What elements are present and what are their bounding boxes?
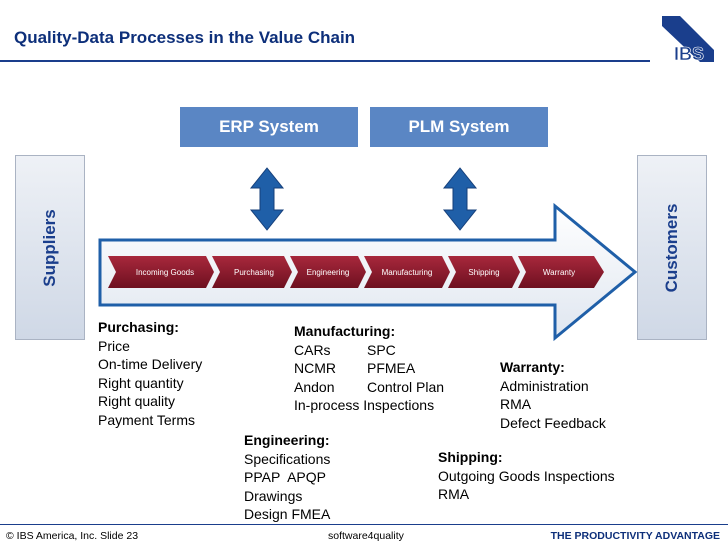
engineering-heading: Engineering: <box>244 432 330 448</box>
warranty-heading: Warranty: <box>500 359 565 375</box>
chevron-purchasing: Purchasing <box>212 256 292 288</box>
chevron-shipping-label: Shipping <box>468 268 499 277</box>
manufacturing-cell: PFMEA <box>367 360 416 377</box>
chevron-engineering: Engineering <box>290 256 366 288</box>
purchasing-section: Purchasing: Price On-time Delivery Right… <box>98 318 202 430</box>
chevron-purchasing-label: Purchasing <box>234 268 274 277</box>
suppliers-panel: Suppliers <box>15 155 85 340</box>
page-title: Quality-Data Processes in the Value Chai… <box>14 28 356 47</box>
erp-double-arrow <box>249 167 285 231</box>
engineering-item: Specifications <box>244 450 331 467</box>
chevron-warranty-label: Warranty <box>543 268 575 277</box>
manufacturing-cell: NCMR <box>294 360 336 377</box>
manufacturing-cell: Andon <box>294 378 335 395</box>
manufacturing-row: Andon Control Plan <box>294 378 444 397</box>
manufacturing-cell: CARs <box>294 341 331 358</box>
warranty-item: RMA <box>500 396 532 413</box>
purchasing-item: Payment Terms <box>98 411 195 428</box>
purchasing-item: On-time Delivery <box>98 356 203 373</box>
chevron-incoming-goods-label: Incoming Goods <box>136 268 194 277</box>
chevron-chain: Incoming Goods Purchasing Engineering Ma… <box>108 256 604 288</box>
plm-system-box: PLM System <box>370 107 548 147</box>
manufacturing-section: Manufacturing: CARs SPC NCMR PFMEA Andon… <box>294 322 444 415</box>
warranty-item: Administration <box>500 377 589 394</box>
customers-panel: Customers <box>637 155 707 340</box>
chevron-incoming-goods: Incoming Goods <box>108 256 214 288</box>
chevron-warranty: Warranty <box>518 256 604 288</box>
warranty-section: Warranty: Administration RMA Defect Feed… <box>500 358 606 432</box>
warranty-item: Defect Feedback <box>500 414 606 431</box>
purchasing-item: Right quality <box>98 393 176 410</box>
chevron-engineering-label: Engineering <box>307 268 350 277</box>
value-chain-arrow <box>98 202 638 342</box>
purchasing-heading: Purchasing: <box>98 319 179 335</box>
engineering-item: PPAP APQP <box>244 469 326 486</box>
manufacturing-row: NCMR PFMEA <box>294 359 444 378</box>
footer-copyright: © IBS America, Inc. Slide 23 <box>6 530 139 542</box>
manufacturing-table: CARs SPC NCMR PFMEA Andon Control Plan <box>294 341 444 397</box>
footer-divider <box>0 524 728 525</box>
logo-text: IBS <box>674 44 704 64</box>
chevron-manufacturing-label: Manufacturing <box>382 268 433 277</box>
purchasing-item: Right quantity <box>98 374 184 391</box>
plm-double-arrow <box>442 167 478 231</box>
manufacturing-cell: SPC <box>367 341 396 358</box>
engineering-section: Engineering: Specifications PPAP APQP Dr… <box>244 431 330 524</box>
title-divider <box>0 60 650 62</box>
manufacturing-item: In-process Inspections <box>294 397 435 414</box>
manufacturing-row: CARs SPC <box>294 341 444 360</box>
purchasing-item: Price <box>98 337 130 354</box>
shipping-item: Outgoing Goods Inspections <box>438 467 615 484</box>
engineering-item: Design FMEA <box>244 506 331 523</box>
engineering-item: Drawings <box>244 487 303 504</box>
manufacturing-cell: Control Plan <box>367 378 445 395</box>
shipping-heading: Shipping: <box>438 449 503 465</box>
shipping-section: Shipping: Outgoing Goods Inspections RMA <box>438 448 615 504</box>
chevron-manufacturing: Manufacturing <box>364 256 450 288</box>
shipping-item: RMA <box>438 486 470 503</box>
manufacturing-heading: Manufacturing: <box>294 323 396 339</box>
ibs-logo: IBS <box>662 16 714 64</box>
footer-tagline: THE PRODUCTIVITY ADVANTAGE <box>550 530 720 542</box>
footer-center: software4quality <box>328 530 404 542</box>
chevron-shipping: Shipping <box>448 256 520 288</box>
erp-system-box: ERP System <box>180 107 358 147</box>
